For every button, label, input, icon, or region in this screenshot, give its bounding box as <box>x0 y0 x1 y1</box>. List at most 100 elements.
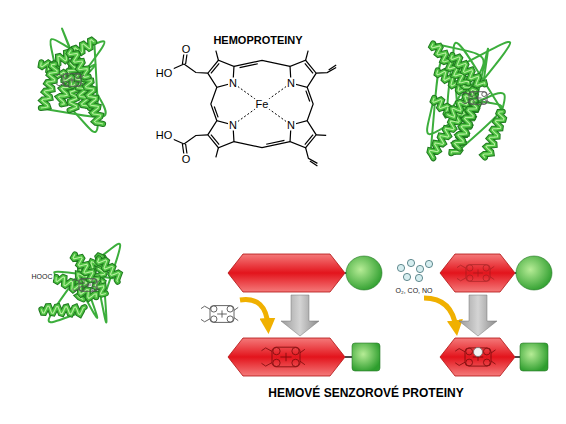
heme-icon <box>455 348 495 366</box>
drawing-part <box>469 92 487 105</box>
drawing-part <box>211 87 217 121</box>
drawing-part <box>305 63 313 73</box>
drawing-part <box>307 87 313 121</box>
drawing-part <box>79 279 97 292</box>
drawing-part <box>483 265 489 271</box>
heme-icon <box>462 92 490 105</box>
drawing-part <box>462 92 490 104</box>
drawing-part <box>240 64 258 68</box>
atom-label: N <box>228 78 238 89</box>
drawing-part <box>80 286 85 291</box>
drawing-part <box>272 347 300 367</box>
drawing-part <box>98 258 120 282</box>
sensor-domain <box>228 338 345 376</box>
drawing-part <box>306 51 309 61</box>
effector-domain-active <box>352 343 380 371</box>
drawing-part <box>68 77 75 82</box>
drawing-part <box>227 306 233 312</box>
drawing-part <box>211 316 217 322</box>
drawing-part <box>217 310 227 317</box>
drawing-part <box>184 64 208 73</box>
drawing-part <box>466 359 473 366</box>
drawing-part <box>72 279 100 291</box>
drawing-part <box>455 101 477 149</box>
drawing-part <box>216 51 219 61</box>
drawing-part <box>262 348 305 366</box>
drawing-part <box>329 65 337 70</box>
linker <box>515 356 520 358</box>
drawing-part <box>451 55 485 85</box>
drawing-part <box>466 265 490 282</box>
drawing-part <box>76 74 81 79</box>
gas-molecule <box>415 274 422 281</box>
drawing-part <box>211 135 219 145</box>
drawing-part <box>210 306 234 323</box>
drawing-part <box>280 353 291 361</box>
drawing-part <box>234 60 290 66</box>
drawing-part <box>482 99 487 104</box>
drawing-part <box>41 64 57 108</box>
drawing-part <box>211 306 217 312</box>
gas-molecule <box>403 273 410 280</box>
drawing-part <box>482 92 487 97</box>
drawing-part <box>83 75 103 124</box>
drawing-part <box>56 74 84 86</box>
sensor-domain <box>440 254 515 292</box>
drawing-part <box>273 347 280 354</box>
drawing-part <box>64 81 69 86</box>
drawing-part <box>216 148 219 158</box>
drawing-part <box>457 265 494 281</box>
drawing-part <box>306 91 310 102</box>
drawing-part <box>234 142 290 148</box>
atom-label: O <box>181 44 192 55</box>
drawing-part <box>98 258 120 282</box>
drawing-part <box>483 112 504 158</box>
effector-domain <box>516 256 552 290</box>
drawing-part <box>92 286 97 291</box>
drawing-part <box>184 135 208 144</box>
gas-molecule <box>416 265 423 272</box>
binding-arrow <box>240 300 268 326</box>
drawing-part <box>41 64 57 108</box>
drawing-part <box>306 148 318 164</box>
atom-label: HO <box>155 130 174 141</box>
diagram-title: HEMOPROTEINY <box>213 35 302 46</box>
drawing-part <box>451 55 485 85</box>
linker <box>345 356 352 358</box>
drawing-part <box>465 348 491 366</box>
drawing-part <box>473 269 483 276</box>
heme-icon <box>457 265 494 282</box>
drawing-part <box>467 275 473 281</box>
transition-arrow <box>281 295 319 336</box>
gas-molecule <box>407 259 414 266</box>
drawing-part <box>41 64 57 108</box>
drawing-part <box>41 306 84 314</box>
atom-label: N <box>286 78 296 89</box>
heme-icon <box>262 347 305 367</box>
drawing-part <box>266 140 284 144</box>
drawing-part <box>467 265 473 271</box>
sensor-domain <box>440 338 515 376</box>
heme-icon <box>72 279 100 292</box>
protein-ribbon <box>41 29 106 133</box>
drawing-part <box>316 134 326 136</box>
drawing-part <box>273 359 280 366</box>
group-label: HOOC <box>31 273 54 280</box>
drawing-part <box>470 92 475 97</box>
atom-label: N <box>228 120 238 131</box>
drawing-part <box>211 63 219 73</box>
drawing-part <box>80 279 85 284</box>
drawing-part <box>474 95 481 100</box>
heme-icon <box>56 74 84 87</box>
drawing-part <box>310 161 318 166</box>
drawing-part <box>292 347 299 354</box>
atom-label: Fe <box>255 99 270 110</box>
drawing-part <box>483 348 490 355</box>
drawing-part <box>76 81 81 86</box>
drawing-part <box>64 74 69 79</box>
atom-label: N <box>286 120 296 131</box>
drawing-part <box>483 112 504 158</box>
atom-label: HO <box>155 68 174 79</box>
